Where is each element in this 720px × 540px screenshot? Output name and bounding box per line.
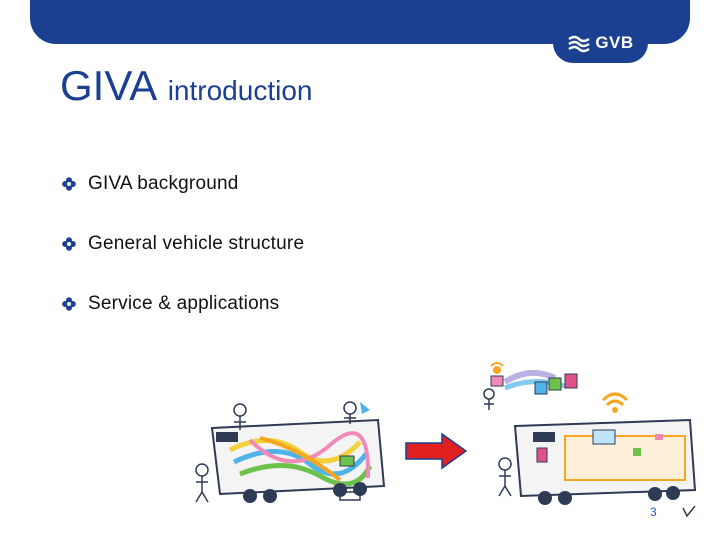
title-sub: introduction xyxy=(167,75,313,106)
bullet-label: GIVA background xyxy=(88,173,239,194)
gvb-logo: GVB xyxy=(553,23,648,63)
bullet-label: General vehicle structure xyxy=(88,233,305,254)
vehicle-wires-illustration xyxy=(195,401,386,503)
slide-title: GIVA introduction xyxy=(60,62,312,110)
logo-text: GVB xyxy=(595,33,634,52)
bullet-item: GIVA background xyxy=(62,170,304,198)
transition-arrow-icon xyxy=(405,432,468,470)
page-number: 3 xyxy=(650,505,657,519)
flower-bullet-icon xyxy=(62,237,76,251)
gvb-waves-icon xyxy=(568,35,591,53)
vehicle-network-illustration xyxy=(483,362,697,518)
flower-bullet-icon xyxy=(62,297,76,311)
bullet-label: Service & applications xyxy=(88,293,280,314)
bullet-item: Service & applications xyxy=(62,290,304,318)
bullet-item: General vehicle structure xyxy=(62,230,304,258)
bullet-list: GIVA background General vehicle structur… xyxy=(62,170,304,350)
title-main: GIVA xyxy=(60,62,158,109)
flower-bullet-icon xyxy=(62,177,76,191)
